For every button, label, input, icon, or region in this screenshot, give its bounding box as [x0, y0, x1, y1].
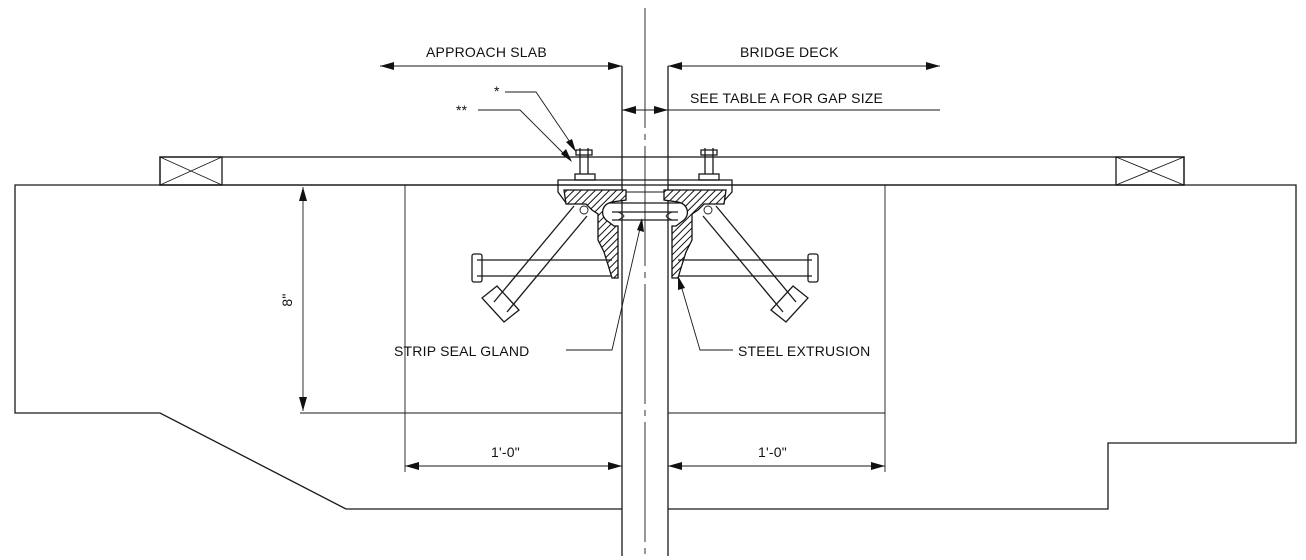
right-steel-extrusion	[663, 189, 727, 279]
right-anchor-studs	[678, 205, 819, 323]
approach-slab-label: APPROACH SLAB	[426, 44, 547, 60]
right-width-dimension-label: 1'-0"	[758, 444, 787, 460]
bridge-deck-blockout	[668, 185, 886, 414]
right-timber-block	[1115, 156, 1185, 186]
note-single-star: *	[494, 83, 500, 99]
left-timber-block	[159, 156, 223, 186]
steel-extrusion-label: STEEL EXTRUSION	[738, 343, 870, 359]
left-bolt	[574, 148, 596, 215]
strip-seal-gland	[612, 211, 678, 221]
depth-dimension-label: 8"	[279, 293, 295, 306]
approach-slab-blockout	[404, 185, 622, 414]
left-steel-extrusion	[563, 189, 627, 279]
right-bolt	[698, 148, 720, 215]
strip-seal-gland-label: STRIP SEAL GLAND	[394, 343, 529, 359]
gap-size-label: SEE TABLE A FOR GAP SIZE	[690, 90, 883, 106]
left-width-dimension-label: 1'-0"	[491, 444, 520, 460]
note-double-star: **	[456, 102, 468, 118]
bridge-deck-outline	[668, 184, 1297, 510]
top-plank	[159, 156, 1185, 186]
bridge-deck-label: BRIDGE DECK	[740, 44, 839, 60]
approach-slab-outline	[14, 184, 622, 510]
left-anchor-studs	[471, 205, 612, 323]
